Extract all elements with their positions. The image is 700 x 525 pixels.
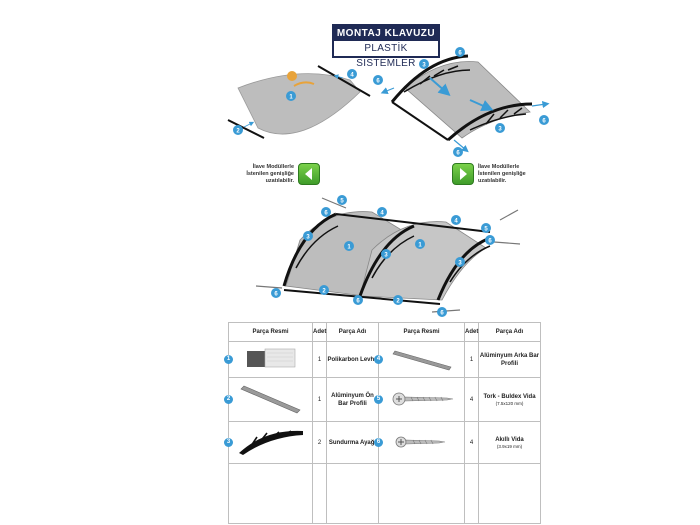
step1-panel-drawing [227, 65, 371, 139]
tork-screw-icon [392, 392, 453, 405]
callout-1 [286, 91, 296, 101]
svg-text:6: 6 [456, 151, 460, 157]
part-name-cell: Alüminyum Ön Bar Profili [326, 377, 379, 422]
header-image: Parça Resmi [228, 322, 313, 342]
svg-text:3: 3 [422, 63, 426, 69]
part-number-badge: 3 [224, 437, 233, 447]
callout-4 [347, 69, 357, 79]
polycarbonate-sheet-icon [246, 348, 295, 367]
front-bar-profile-icon [239, 385, 301, 413]
header-qty: Adet [312, 322, 327, 342]
part-number-badge: 2 [224, 394, 233, 404]
part-qty: 1 [312, 377, 327, 422]
svg-text:1: 1 [289, 95, 293, 101]
part-qty: 2 [312, 421, 327, 464]
guide-subtitle: PLASTİK SİSTEMLER [356, 43, 416, 69]
parts-table-header: Parça Resmi Adet Parça Adı Parça Resmi A… [228, 322, 541, 342]
part-name: Akıllı Vida [495, 437, 524, 443]
table-row: 2 1 Alüminyum Ön Bar Profili 5 4 Tork - … [224, 377, 541, 422]
header-name: Parça Adı [326, 322, 379, 342]
svg-text:6: 6 [274, 292, 278, 298]
extend-left-button[interactable] [298, 163, 320, 185]
step1-callouts: 1 4 2 [233, 69, 357, 135]
svg-text:6: 6 [356, 299, 360, 305]
part-name-cell: Tork - Buldex Vida (7.5x120 mm) [478, 377, 541, 422]
part-qty: 1 [464, 341, 479, 378]
part-name: Polikarbon Levha [327, 356, 378, 363]
extend-note-left: İlave Modüllerle İstenilen genişliğe uza… [246, 164, 294, 184]
svg-text:6: 6 [542, 119, 546, 125]
part-number-badge: 1 [224, 354, 233, 364]
svg-text:3: 3 [498, 127, 502, 133]
step3-callouts: 5 6 4 4 3 1 1 3 3 5 6 6 2 6 2 6 [271, 195, 495, 317]
svg-text:2: 2 [236, 129, 240, 135]
svg-text:6: 6 [376, 79, 380, 85]
header-image-2: Parça Resmi [378, 322, 465, 342]
svg-text:4: 4 [350, 73, 354, 79]
svg-text:5: 5 [484, 227, 488, 233]
part-qty: 4 [464, 421, 479, 464]
part-image-6: 6 [374, 421, 465, 464]
step2-canopy-drawing [390, 54, 533, 142]
table-row-empty [228, 463, 541, 524]
header-qty-2: Adet [464, 322, 479, 342]
part-number-badge: 5 [374, 394, 383, 404]
part-image-4: 4 [374, 341, 465, 378]
part-size: (3.9x19 mm) [496, 444, 523, 449]
svg-text:4: 4 [380, 211, 384, 217]
parts-table: Parça Resmi Adet Parça Adı Parça Resmi A… [224, 322, 541, 524]
part-size: (7.5x120 mm) [495, 401, 524, 406]
part-name-cell: Alüminyum Arka Bar Profili [478, 341, 541, 378]
svg-text:3: 3 [306, 235, 310, 241]
svg-text:6: 6 [440, 311, 444, 317]
svg-text:3: 3 [458, 261, 462, 267]
svg-text:1: 1 [347, 245, 351, 251]
part-name: Alüminyum Arka Bar Profili [479, 352, 540, 367]
part-image-5: 5 [374, 377, 465, 422]
part-name-cell: Akıllı Vida (3.9x19 mm) [478, 421, 541, 464]
extend-note-right: İlave Modüllerle İstenilen genişliğe uza… [478, 164, 526, 184]
arrow-left-icon [305, 168, 312, 180]
arrow-right-icon [460, 168, 467, 180]
part-name: Sundurma Ayağı [328, 439, 377, 446]
svg-text:1: 1 [418, 243, 422, 249]
part-qty: 1 [312, 341, 327, 378]
rear-bar-profile-icon [392, 350, 451, 370]
part-name-cell: Sundurma Ayağı [326, 421, 379, 464]
callout-2 [233, 125, 243, 135]
part-name: Tork - Buldex Vida [483, 394, 536, 400]
part-name: Alüminyum Ön Bar Profili [331, 392, 374, 407]
part-image-2: 2 [224, 377, 313, 422]
svg-text:6: 6 [488, 239, 492, 245]
guide-title-box: MONTAJ KLAVUZU PLASTİK SİSTEMLER [332, 24, 440, 69]
svg-text:6: 6 [324, 211, 328, 217]
svg-text:4: 4 [454, 219, 458, 225]
part-image-3: 3 [224, 421, 313, 464]
smart-screw-icon [395, 436, 445, 447]
table-row: 3 2 Sundurma Ayağı 6 4 Akıllı Vida (3.9x… [224, 421, 541, 464]
header-name-2: Parça Adı [478, 322, 541, 342]
part-name-cell: Polikarbon Levha [326, 341, 379, 378]
table-row: 1 1 Polikarbon Levha 4 1 Alüminyum Arka … [224, 341, 541, 378]
guide-title: MONTAJ KLAVUZU [334, 26, 438, 41]
svg-text:2: 2 [396, 299, 400, 305]
canopy-bracket-icon [238, 429, 303, 455]
step2-callouts: 3 6 6 3 6 6 [373, 47, 550, 157]
svg-text:2: 2 [322, 289, 326, 295]
part-number-badge: 6 [374, 437, 383, 447]
part-image-1: 1 [224, 341, 313, 378]
part-number-badge: 4 [374, 354, 383, 364]
svg-text:6: 6 [458, 51, 462, 57]
svg-text:5: 5 [340, 199, 344, 205]
part-qty: 4 [464, 377, 479, 422]
svg-text:3: 3 [384, 253, 388, 259]
extend-right-button[interactable] [452, 163, 474, 185]
